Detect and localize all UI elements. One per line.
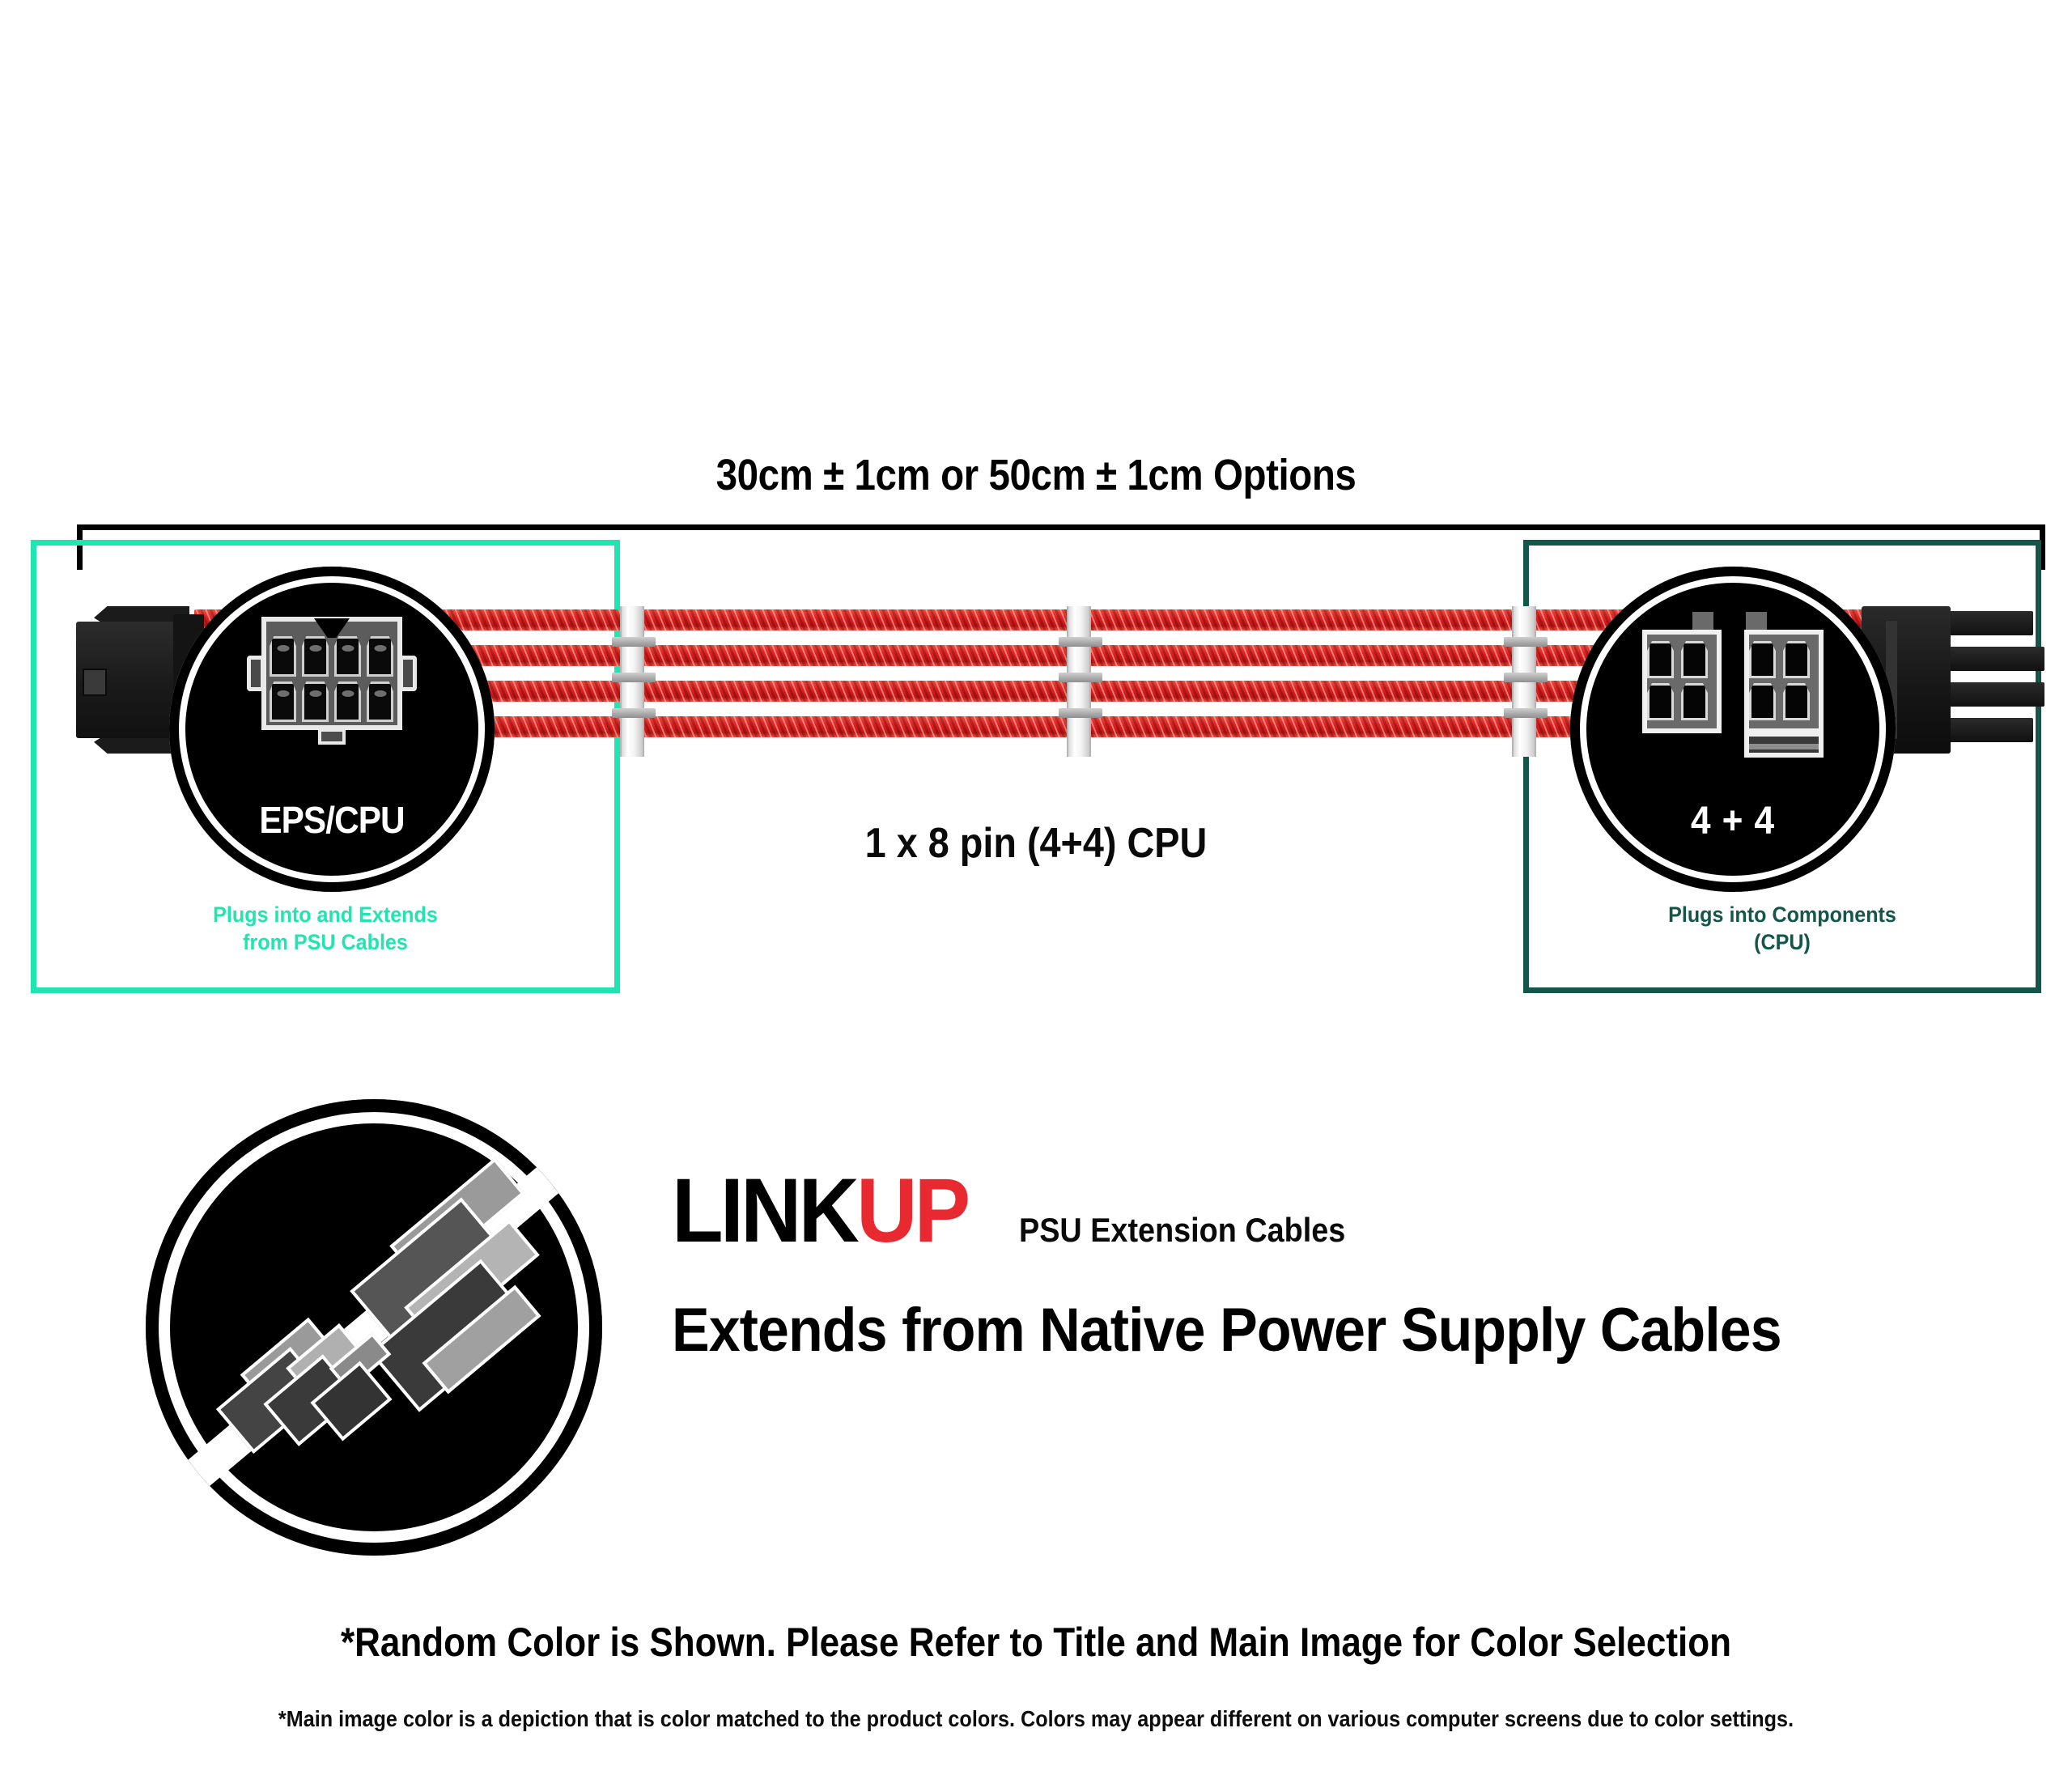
right-callout-frame: Plugs into Components (CPU) <box>1523 540 2041 993</box>
eps-pin <box>334 636 361 677</box>
quad-pin <box>1647 683 1674 720</box>
eps-pin <box>270 681 296 722</box>
left-caption-line2: from PSU Cables <box>243 930 408 955</box>
extension-cable-circle-icon <box>146 1099 602 1556</box>
eps-8pin-connector-icon <box>247 617 417 745</box>
four-plus-four-badge: 4 + 4 <box>1570 567 1896 892</box>
eps-pin <box>302 636 329 677</box>
quad-pin <box>1749 683 1776 720</box>
dimension-title: 30cm ± 1cm or 50cm ± 1cm Options <box>715 451 1357 499</box>
quad-pin <box>1681 641 1708 678</box>
cable-comb <box>1059 606 1102 757</box>
brand-block: LINKUP PSU Extension Cables Extends from… <box>672 1165 2048 1365</box>
logo-row: LINKUP PSU Extension Cables <box>672 1165 2048 1256</box>
eps-cpu-badge: EPS/CPU <box>169 567 495 892</box>
split-4plus4-connector-icon <box>1642 612 1824 758</box>
eps-pin <box>270 636 296 677</box>
quad-pin <box>1783 641 1810 678</box>
linkup-logo: LINKUP <box>672 1165 970 1256</box>
quad-pin <box>1749 641 1776 678</box>
quad-pin <box>1783 683 1810 720</box>
quad-pin <box>1681 683 1708 720</box>
eps-pin <box>367 636 393 677</box>
left-callout-frame: Plugs into and Extends from PSU Cables <box>31 540 620 993</box>
right-caption-line1: Plugs into Components <box>1668 902 1896 927</box>
dimension-bracket <box>77 524 2045 570</box>
logo-link-text: LINK <box>672 1160 860 1261</box>
cable-comb <box>612 606 656 757</box>
right-caption-line2: (CPU) <box>1754 930 1811 955</box>
eps-pin <box>302 681 329 722</box>
eps-pin <box>334 681 361 722</box>
left-caption-line1: Plugs into and Extends <box>213 902 438 927</box>
cable-spec-label: 1 x 8 pin (4+4) CPU <box>864 820 1208 867</box>
right-callout-caption: Plugs into Components (CPU) <box>1547 901 2018 957</box>
brand-headline: Extends from Native Power Supply Cables <box>672 1296 1782 1365</box>
four-plus-four-badge-label: 4 + 4 <box>1690 800 1776 843</box>
cable-strand <box>194 609 1876 631</box>
color-disclaimer-secondary: *Main image color is a depiction that is… <box>278 1706 1794 1731</box>
brand-tagline: PSU Extension Cables <box>1018 1211 1346 1249</box>
left-callout-caption: Plugs into and Extends from PSU Cables <box>57 901 594 957</box>
eps-pin <box>367 681 393 722</box>
color-disclaimer-primary: *Random Color is Shown. Please Refer to … <box>341 1620 1731 1665</box>
logo-up-text: UP <box>856 1160 970 1261</box>
eps-cpu-badge-label: EPS/CPU <box>259 799 405 841</box>
quad-pin <box>1647 641 1674 678</box>
cable-comb <box>1504 606 1548 757</box>
